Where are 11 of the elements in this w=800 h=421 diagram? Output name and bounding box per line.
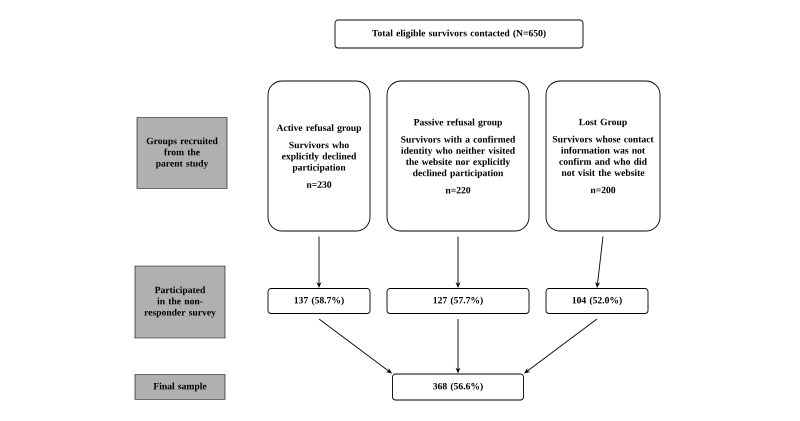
group-box: Lost Group Survivors whose contact information was not confirm and who did not visit the website n=200 [546, 80, 660, 232]
process-box: 368 (56.6%) [392, 374, 524, 400]
process-box: 127 (57.7%) [386, 288, 530, 314]
group-box: Passive refusal group Survivors with a confirmed identity who neither visited the website nor explicitly declined participation n=220 [386, 80, 530, 232]
row-label-box: Final sample [134, 374, 226, 400]
row-label-box: Groups recruited from the parent study [136, 117, 228, 189]
process-box: 104 (52.0%) [546, 288, 648, 314]
group-box: Active refusal group Survivors who explicitly declined participation n=230 [268, 80, 370, 232]
process-box: Total eligible survivors contacted (N=650) [334, 20, 584, 48]
row-label-box: Participated in the non-responder survey [134, 266, 226, 338]
process-box: 137 (58.7%) [268, 288, 370, 314]
